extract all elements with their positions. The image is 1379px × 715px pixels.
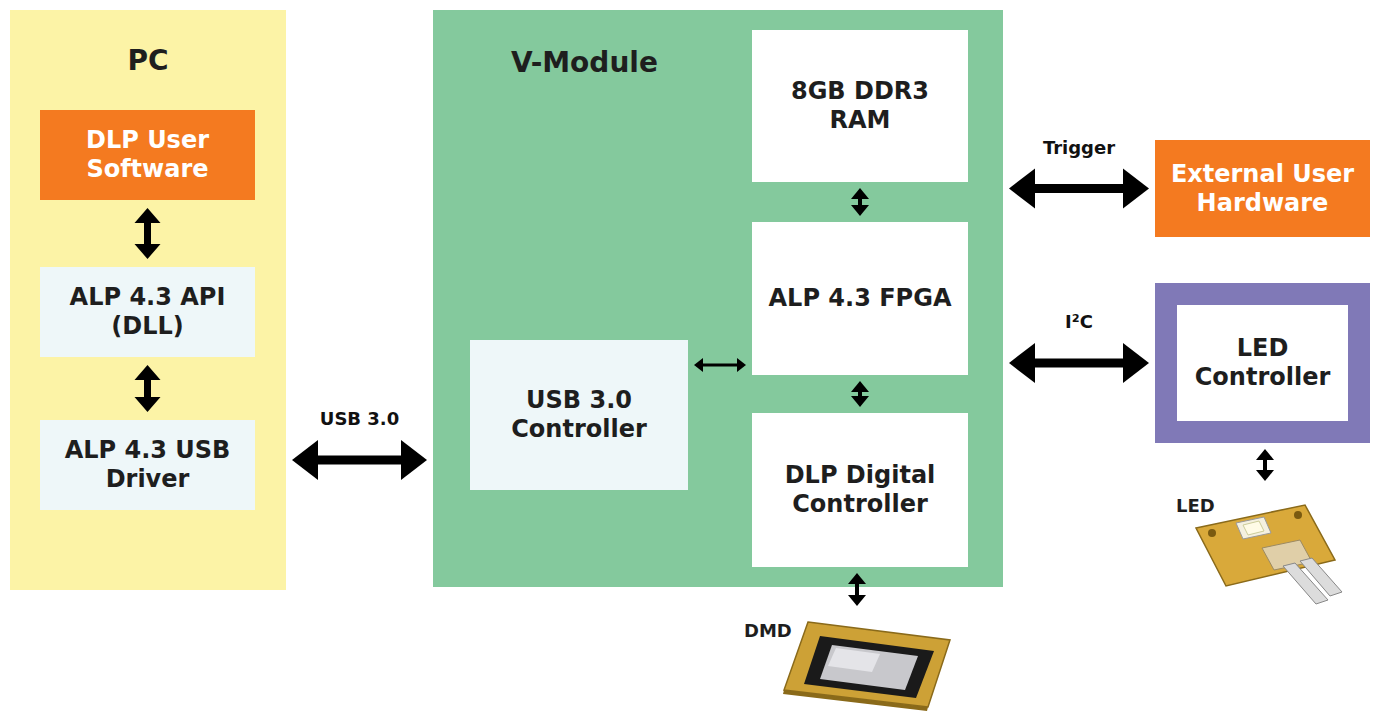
arrow-shaft	[317, 456, 402, 465]
edge-label-holder: USB 3.0	[260, 408, 460, 429]
arrow-head	[135, 365, 161, 380]
arrow-shaft	[144, 379, 151, 398]
fpga-box: ALP 4.3 FPGA	[752, 222, 968, 375]
signal-label: Trigger	[1040, 137, 1118, 158]
arrow-head	[851, 188, 869, 199]
device-label: DMD	[744, 620, 792, 642]
edge-label-holder: Trigger	[979, 137, 1179, 158]
arrow-head	[737, 358, 746, 372]
double-arrow	[1009, 169, 1149, 209]
double-arrow	[848, 573, 866, 606]
dmd-mirror	[820, 645, 918, 690]
arrow-shaft	[1263, 459, 1267, 471]
double-arrow	[851, 188, 869, 216]
dmd-device: DMD	[738, 612, 953, 712]
led-controller-box: LED Controller	[1155, 283, 1370, 443]
box-label: DLP Digital Controller	[764, 461, 956, 519]
external-hardware-box: External User Hardware	[1155, 140, 1370, 237]
ram-box: 8GB DDR3 RAM	[752, 30, 968, 182]
box-label: 8GB DDR3 RAM	[764, 77, 956, 135]
api-box: ALP 4.3 API (DLL)	[40, 267, 255, 357]
box-label: LED Controller	[1189, 334, 1336, 392]
box-label: ALP 4.3 USB Driver	[52, 436, 243, 494]
double-arrow	[1256, 449, 1274, 481]
dmd-package	[784, 622, 950, 707]
double-arrow	[694, 358, 746, 372]
device-label: LED	[1176, 495, 1215, 517]
led-tab	[1300, 558, 1342, 596]
arrow-head	[1256, 449, 1274, 460]
edge-label-holder: I²C	[979, 311, 1179, 332]
driver-box: ALP 4.3 USB Driver	[40, 420, 255, 510]
arrow-shaft	[1034, 184, 1124, 193]
arrow-shaft	[702, 364, 738, 367]
arrow-head	[851, 205, 869, 216]
arrow-head	[848, 595, 866, 606]
panel-heading: PC	[10, 44, 286, 78]
box-label: DLP User Software	[52, 126, 243, 184]
dmd-chip	[783, 622, 950, 711]
led-module	[1196, 505, 1342, 604]
led-die-base	[1236, 517, 1271, 539]
arrow-head	[1256, 470, 1274, 481]
arrow-head	[694, 358, 703, 372]
led-die	[1243, 521, 1264, 535]
box-label: ALP 4.3 FPGA	[769, 284, 952, 313]
dlp-controller-box: DLP Digital Controller	[752, 413, 968, 567]
arrow-shaft	[144, 222, 151, 245]
arrow-head	[851, 381, 869, 392]
led-device: LED	[1170, 487, 1350, 612]
arrow-shaft	[1034, 359, 1124, 368]
box-label: External User Hardware	[1167, 160, 1358, 218]
signal-label: USB 3.0	[317, 408, 402, 429]
arrow-head	[292, 440, 318, 480]
arrow-head	[135, 244, 161, 259]
double-arrow	[292, 440, 427, 480]
arrow-head	[851, 396, 869, 407]
arrow-shaft	[858, 198, 862, 206]
usb-controller-box: USB 3.0 Controller	[470, 340, 688, 490]
led-hole	[1294, 511, 1302, 519]
software-box: DLP User Software	[40, 110, 255, 200]
arrow-head	[1009, 343, 1035, 383]
arrow-head	[401, 440, 427, 480]
arrow-head	[848, 573, 866, 584]
arrow-shaft	[855, 583, 859, 596]
signal-label: I²C	[1062, 311, 1096, 332]
dmd-highlight	[828, 648, 880, 672]
panel-heading: V-Module	[511, 46, 658, 80]
double-arrow	[1009, 343, 1149, 383]
dmd-window	[804, 636, 934, 698]
double-arrow	[851, 381, 869, 407]
arrow-head	[1123, 169, 1149, 209]
arrow-head	[1123, 343, 1149, 383]
box-label: USB 3.0 Controller	[482, 386, 676, 444]
double-arrow	[135, 365, 161, 412]
arrow-head	[135, 208, 161, 223]
box-label: ALP 4.3 API (DLL)	[52, 283, 243, 341]
arrow-head	[1009, 169, 1035, 209]
host-panel: PC DLP User SoftwareALP 4.3 API (DLL) ALP …	[10, 10, 286, 590]
module-panel: V-Module 8GB DDR3 RAM USB 3.0 Controller AL…	[433, 10, 1003, 587]
arrow-head	[135, 397, 161, 412]
led-hole	[1208, 529, 1216, 537]
double-arrow	[135, 208, 161, 259]
